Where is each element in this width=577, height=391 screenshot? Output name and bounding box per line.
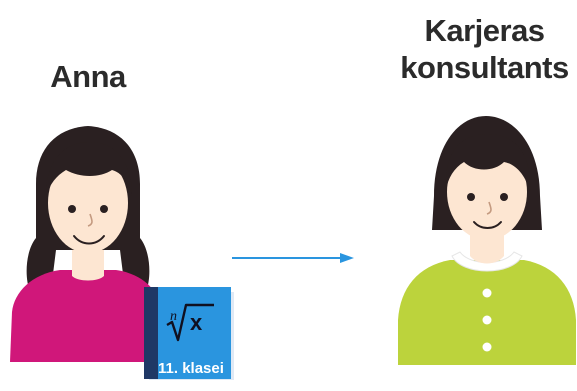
consultant-shirt — [398, 260, 576, 365]
student-name: Anna — [50, 59, 126, 94]
consultant-figure — [398, 116, 576, 365]
book-spine — [144, 287, 158, 379]
consultant-button-3 — [482, 342, 492, 352]
consultant-title-line2: konsultants — [400, 50, 569, 85]
consultant-face — [447, 144, 527, 240]
math-book: n x 11. klasei — [144, 287, 234, 380]
student-face — [48, 153, 128, 253]
student-figure — [10, 126, 162, 362]
student-eye-right — [100, 205, 108, 213]
consultant-title-line1: Karjeras — [424, 13, 545, 48]
consultant-button-1 — [482, 288, 492, 298]
student-eye-left — [68, 205, 76, 213]
student-neck — [72, 250, 104, 281]
consultant-nose — [486, 201, 492, 215]
consultant-button-2 — [482, 315, 492, 325]
arrow-right-icon — [232, 253, 354, 263]
student-nose — [87, 213, 93, 227]
consultant-neck — [470, 232, 504, 264]
book-math-index: n — [170, 309, 177, 324]
root-symbol-icon — [166, 303, 214, 342]
book-label: 11. klasei — [158, 360, 224, 377]
consultant-mouth — [473, 221, 502, 229]
consultant-eye-right — [500, 193, 508, 201]
student-hair-bangs — [46, 142, 132, 196]
consultant-title: Karjeras konsultants — [392, 12, 577, 86]
book-cover — [148, 287, 231, 379]
student-shirt — [10, 270, 162, 362]
book-math-var: x — [190, 310, 203, 335]
consultant-collar — [451, 251, 523, 272]
student-mouth — [73, 235, 105, 245]
consultant-hair-bangs — [445, 134, 531, 192]
consultant-eye-left — [467, 193, 475, 201]
